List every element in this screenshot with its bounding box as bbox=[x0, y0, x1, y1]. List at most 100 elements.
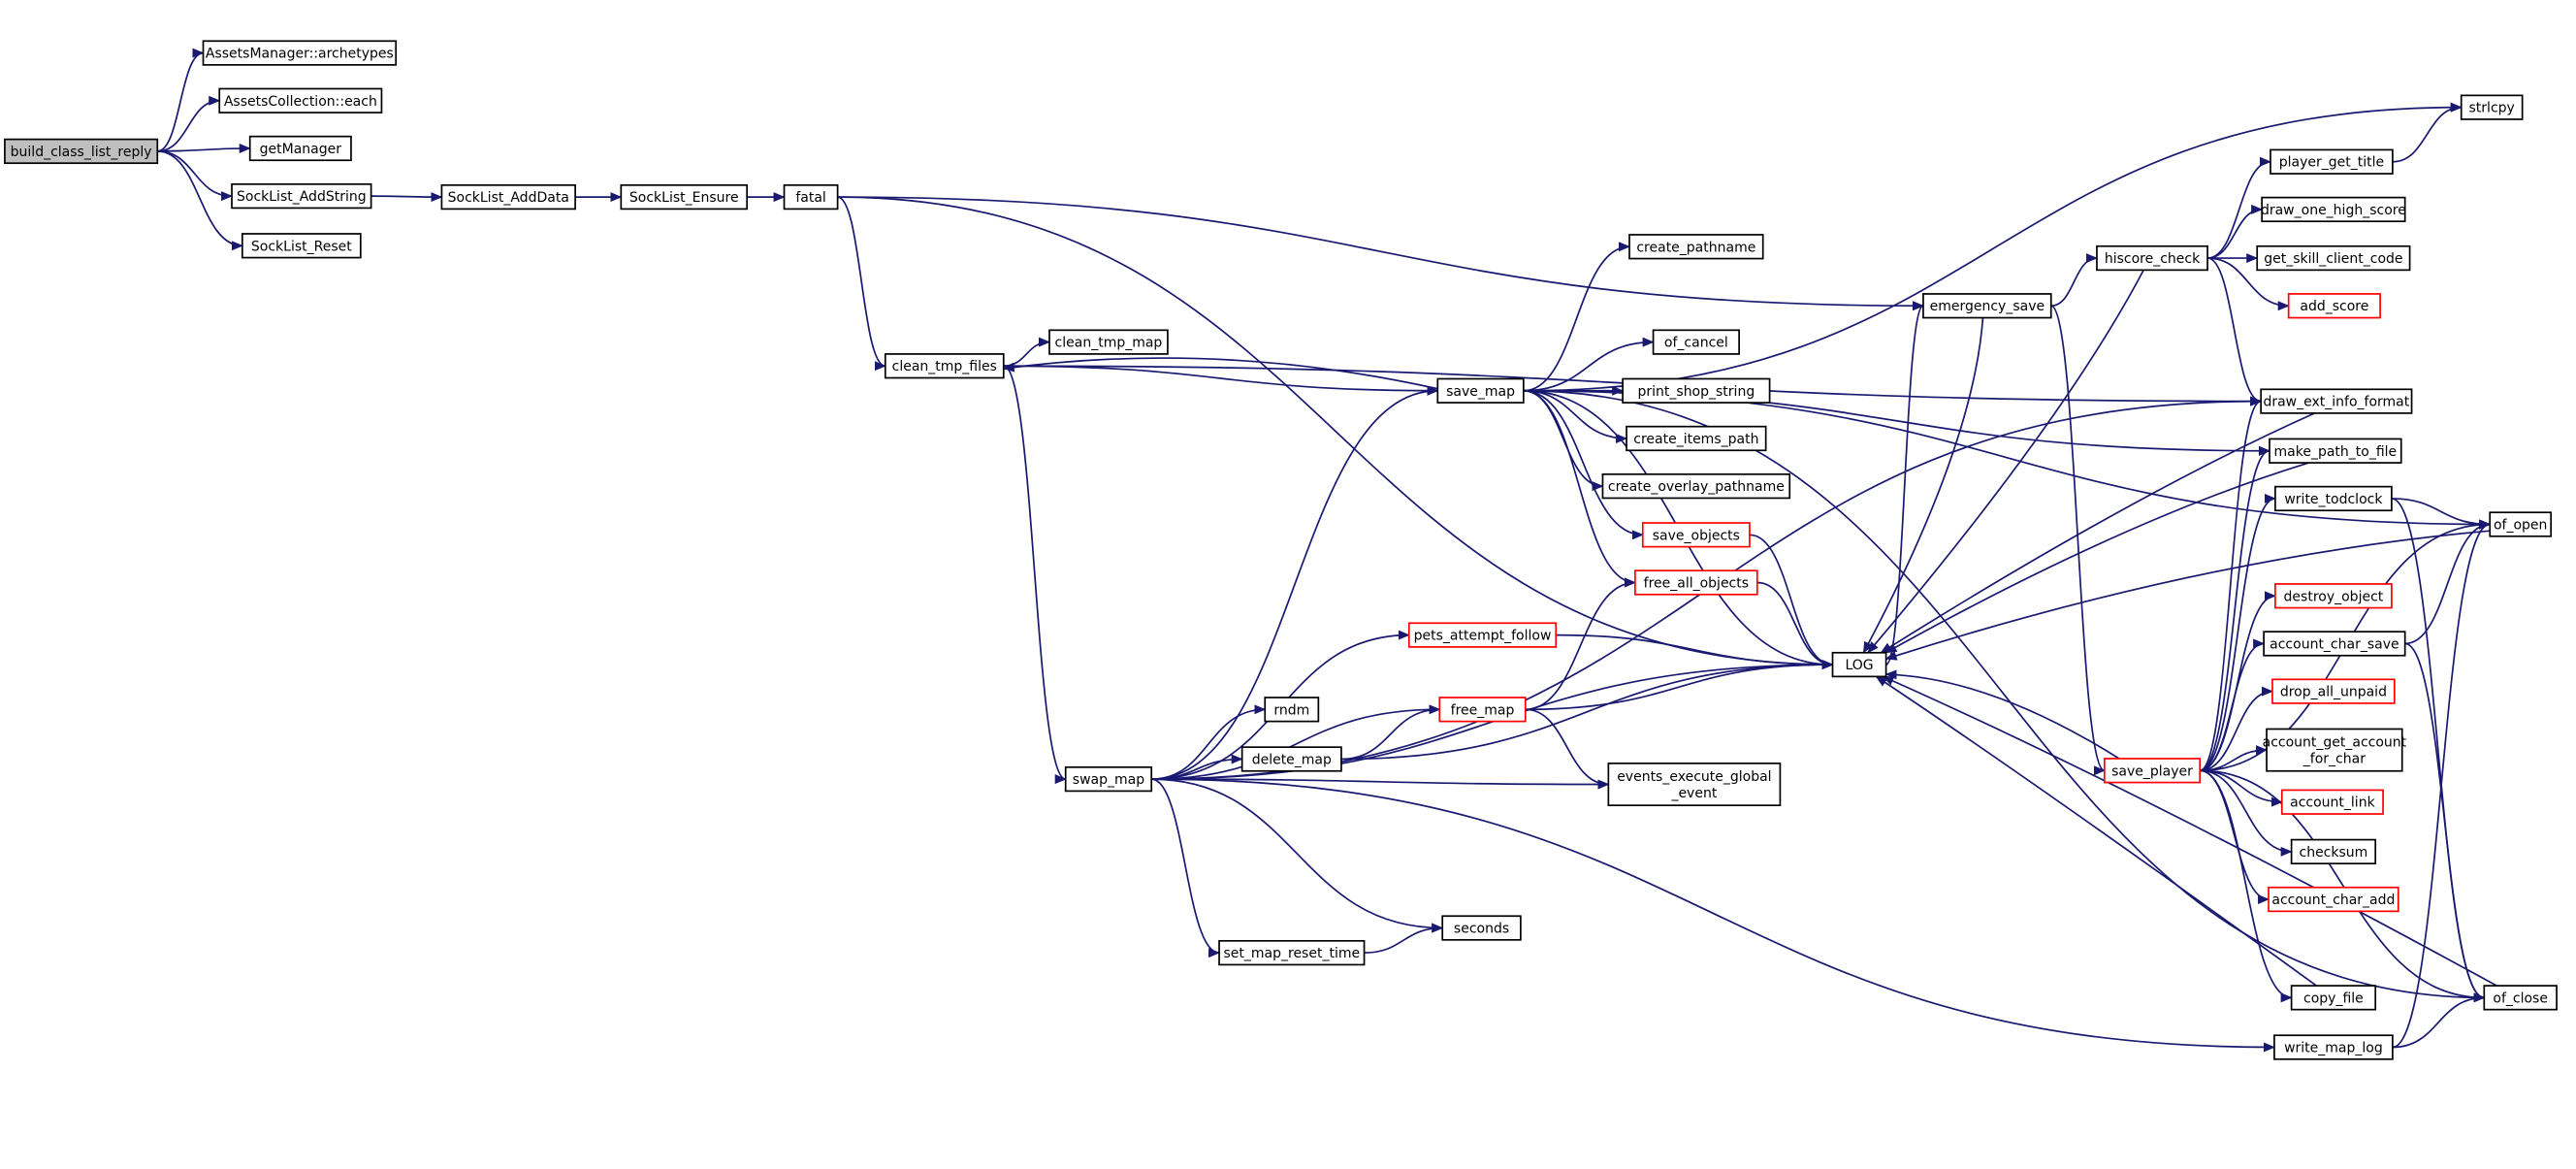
node-set-map-reset-time[interactable]: set_map_reset_time bbox=[1218, 939, 1366, 966]
node-add-score[interactable]: add_score bbox=[2287, 293, 2381, 319]
node-create-pathname[interactable]: create_pathname bbox=[1628, 234, 1764, 260]
node-free-map[interactable]: free_map bbox=[1438, 697, 1527, 723]
node-box bbox=[1436, 377, 1525, 404]
node-write-map-log[interactable]: write_map_log bbox=[2273, 1034, 2394, 1060]
node-label: clean_tmp_map bbox=[1055, 336, 1163, 351]
node-player-get-title[interactable]: player_get_title bbox=[2270, 148, 2394, 175]
node-archetypes[interactable]: AssetsManager::archetypes bbox=[202, 40, 398, 66]
node-label: free_all_objects bbox=[1644, 575, 1749, 591]
edge bbox=[1862, 317, 1984, 654]
node-clean-tmp-files[interactable]: clean_tmp_files bbox=[884, 353, 1005, 379]
node-draw-ext-info-format[interactable]: draw_ext_info_format bbox=[2260, 388, 2413, 414]
edge-build_class_list_reply-to-socklist_addstring bbox=[157, 150, 234, 202]
edge bbox=[1340, 660, 1834, 761]
node-account-char-add[interactable]: account_char_add bbox=[2268, 886, 2399, 913]
node-write-todclock[interactable]: write_todclock bbox=[2274, 485, 2393, 512]
node-box bbox=[1218, 939, 1366, 966]
edge bbox=[1523, 102, 2463, 392]
edge bbox=[2199, 445, 2270, 772]
node-account-link[interactable]: account_link bbox=[2280, 789, 2384, 815]
edge bbox=[1523, 389, 1644, 540]
node-socklist-addstring[interactable]: SockList_AddString bbox=[231, 182, 372, 210]
edge bbox=[1003, 337, 1050, 368]
edge-hiscore_check-to-log bbox=[1867, 269, 2144, 654]
edge bbox=[1151, 704, 1441, 780]
edge bbox=[1749, 534, 1834, 670]
edge-save_map-to-create_pathname bbox=[1523, 242, 1630, 392]
node-delete-map[interactable]: delete_map bbox=[1240, 746, 1342, 772]
node-box bbox=[2271, 678, 2396, 704]
edge bbox=[1523, 389, 1636, 588]
node-box bbox=[1626, 425, 1767, 452]
node-of-cancel[interactable]: of_cancel bbox=[1652, 329, 1740, 355]
node-label: of_cancel bbox=[1664, 336, 1728, 351]
node-label: of_close bbox=[2493, 990, 2548, 1006]
node-label: emergency_save bbox=[1930, 299, 2045, 314]
node-label: build_class_list_reply bbox=[11, 145, 152, 160]
edge-build_class_list_reply-to-archetypes bbox=[157, 48, 205, 152]
edge bbox=[2392, 102, 2463, 163]
edge bbox=[1556, 633, 1834, 670]
node-pets-attempt-follow[interactable]: pets_attempt_follow bbox=[1407, 622, 1558, 648]
node-label: AssetsManager::archetypes bbox=[206, 47, 394, 62]
edges-layer bbox=[157, 48, 2497, 1053]
node-build-class-list-reply[interactable]: build_class_list_reply bbox=[4, 138, 159, 165]
node-of-close[interactable]: of_close bbox=[2483, 985, 2558, 1011]
node-log[interactable]: LOG bbox=[1831, 651, 1887, 678]
node-print-shop-string[interactable]: print_shop_string bbox=[1622, 377, 1771, 404]
node-label: make_path_to_file bbox=[2274, 444, 2398, 460]
node-of-open[interactable]: of_open bbox=[2489, 511, 2553, 537]
node-swap-map[interactable]: swap_map bbox=[1064, 765, 1153, 793]
node-box bbox=[2268, 886, 2399, 913]
node-save-objects[interactable]: save_objects bbox=[1641, 522, 1751, 548]
edge-fatal-to-log bbox=[837, 196, 1834, 670]
node-make-path-to-file[interactable]: make_path_to_file bbox=[2269, 438, 2402, 464]
edge-emergency_save-to-save_player bbox=[2050, 305, 2106, 776]
node-box bbox=[1641, 522, 1751, 548]
node-rndm[interactable]: rndm bbox=[1264, 697, 1320, 723]
node-draw-one-high-score[interactable]: draw_one_high_score bbox=[2261, 196, 2406, 223]
edge bbox=[2200, 769, 2486, 1003]
node-fatal[interactable]: fatal bbox=[783, 183, 839, 211]
node-save-map[interactable]: save_map bbox=[1436, 377, 1525, 404]
node-hiscore-check[interactable]: hiscore_check bbox=[2096, 244, 2208, 272]
node-copy-file[interactable]: copy_file bbox=[2290, 985, 2377, 1011]
node-each[interactable]: AssetsCollection::each bbox=[218, 87, 383, 114]
node-seconds[interactable]: seconds bbox=[1441, 915, 1522, 941]
node-label: SockList_Ensure bbox=[629, 190, 739, 206]
edge-save_player-to-account_char_save bbox=[2200, 638, 2266, 772]
edge bbox=[157, 143, 251, 153]
node-clean-tmp-map[interactable]: clean_tmp_map bbox=[1048, 329, 1169, 355]
edge bbox=[157, 95, 221, 152]
node-save-player[interactable]: save_player bbox=[2103, 758, 2202, 784]
node-socklist-adddata[interactable]: SockList_AddData bbox=[440, 183, 576, 211]
node-label: SockList_AddString bbox=[237, 189, 367, 205]
node-socklist-reset[interactable]: SockList_Reset bbox=[241, 233, 362, 259]
node-get-skill-client-code[interactable]: get_skill_client_code bbox=[2256, 244, 2411, 272]
node-box bbox=[2489, 511, 2553, 537]
node-box bbox=[1652, 329, 1740, 355]
node-destroy-object[interactable]: destroy_object bbox=[2274, 583, 2393, 609]
node-create-overlay-pathname[interactable]: create_overlay_pathname bbox=[1601, 473, 1791, 500]
node-free-all-objects[interactable]: free_all_objects bbox=[1634, 569, 1758, 596]
node-strlcpy[interactable]: strlcpy bbox=[2460, 94, 2524, 120]
node-socklist-ensure[interactable]: SockList_Ensure bbox=[620, 183, 749, 211]
node-events-execute-global-event[interactable]: events_execute_global_event bbox=[1607, 763, 1782, 807]
edge bbox=[157, 48, 205, 152]
edge-save_player-to-account_link bbox=[2200, 769, 2283, 807]
node-account-char-save[interactable]: account_char_save bbox=[2263, 631, 2406, 657]
edge bbox=[1525, 660, 1834, 711]
node-checksum[interactable]: checksum bbox=[2290, 838, 2377, 865]
node-account-get-account-for-char[interactable]: account_get_account_for_char bbox=[2263, 728, 2407, 772]
node-drop-all-unpaid[interactable]: drop_all_unpaid bbox=[2271, 678, 2396, 704]
edge bbox=[837, 196, 886, 372]
node-box bbox=[1064, 765, 1153, 793]
edge-free_map-to-log bbox=[1525, 660, 1834, 711]
node-getmanager[interactable]: getManager bbox=[248, 135, 352, 162]
node-box bbox=[1628, 234, 1764, 260]
node-create-items-path[interactable]: create_items_path bbox=[1626, 425, 1767, 452]
edge bbox=[1882, 675, 2497, 987]
node-emergency-save[interactable]: emergency_save bbox=[1922, 293, 2052, 319]
edge-fatal-to-clean_tmp_files bbox=[837, 196, 886, 372]
edge bbox=[2050, 305, 2106, 776]
